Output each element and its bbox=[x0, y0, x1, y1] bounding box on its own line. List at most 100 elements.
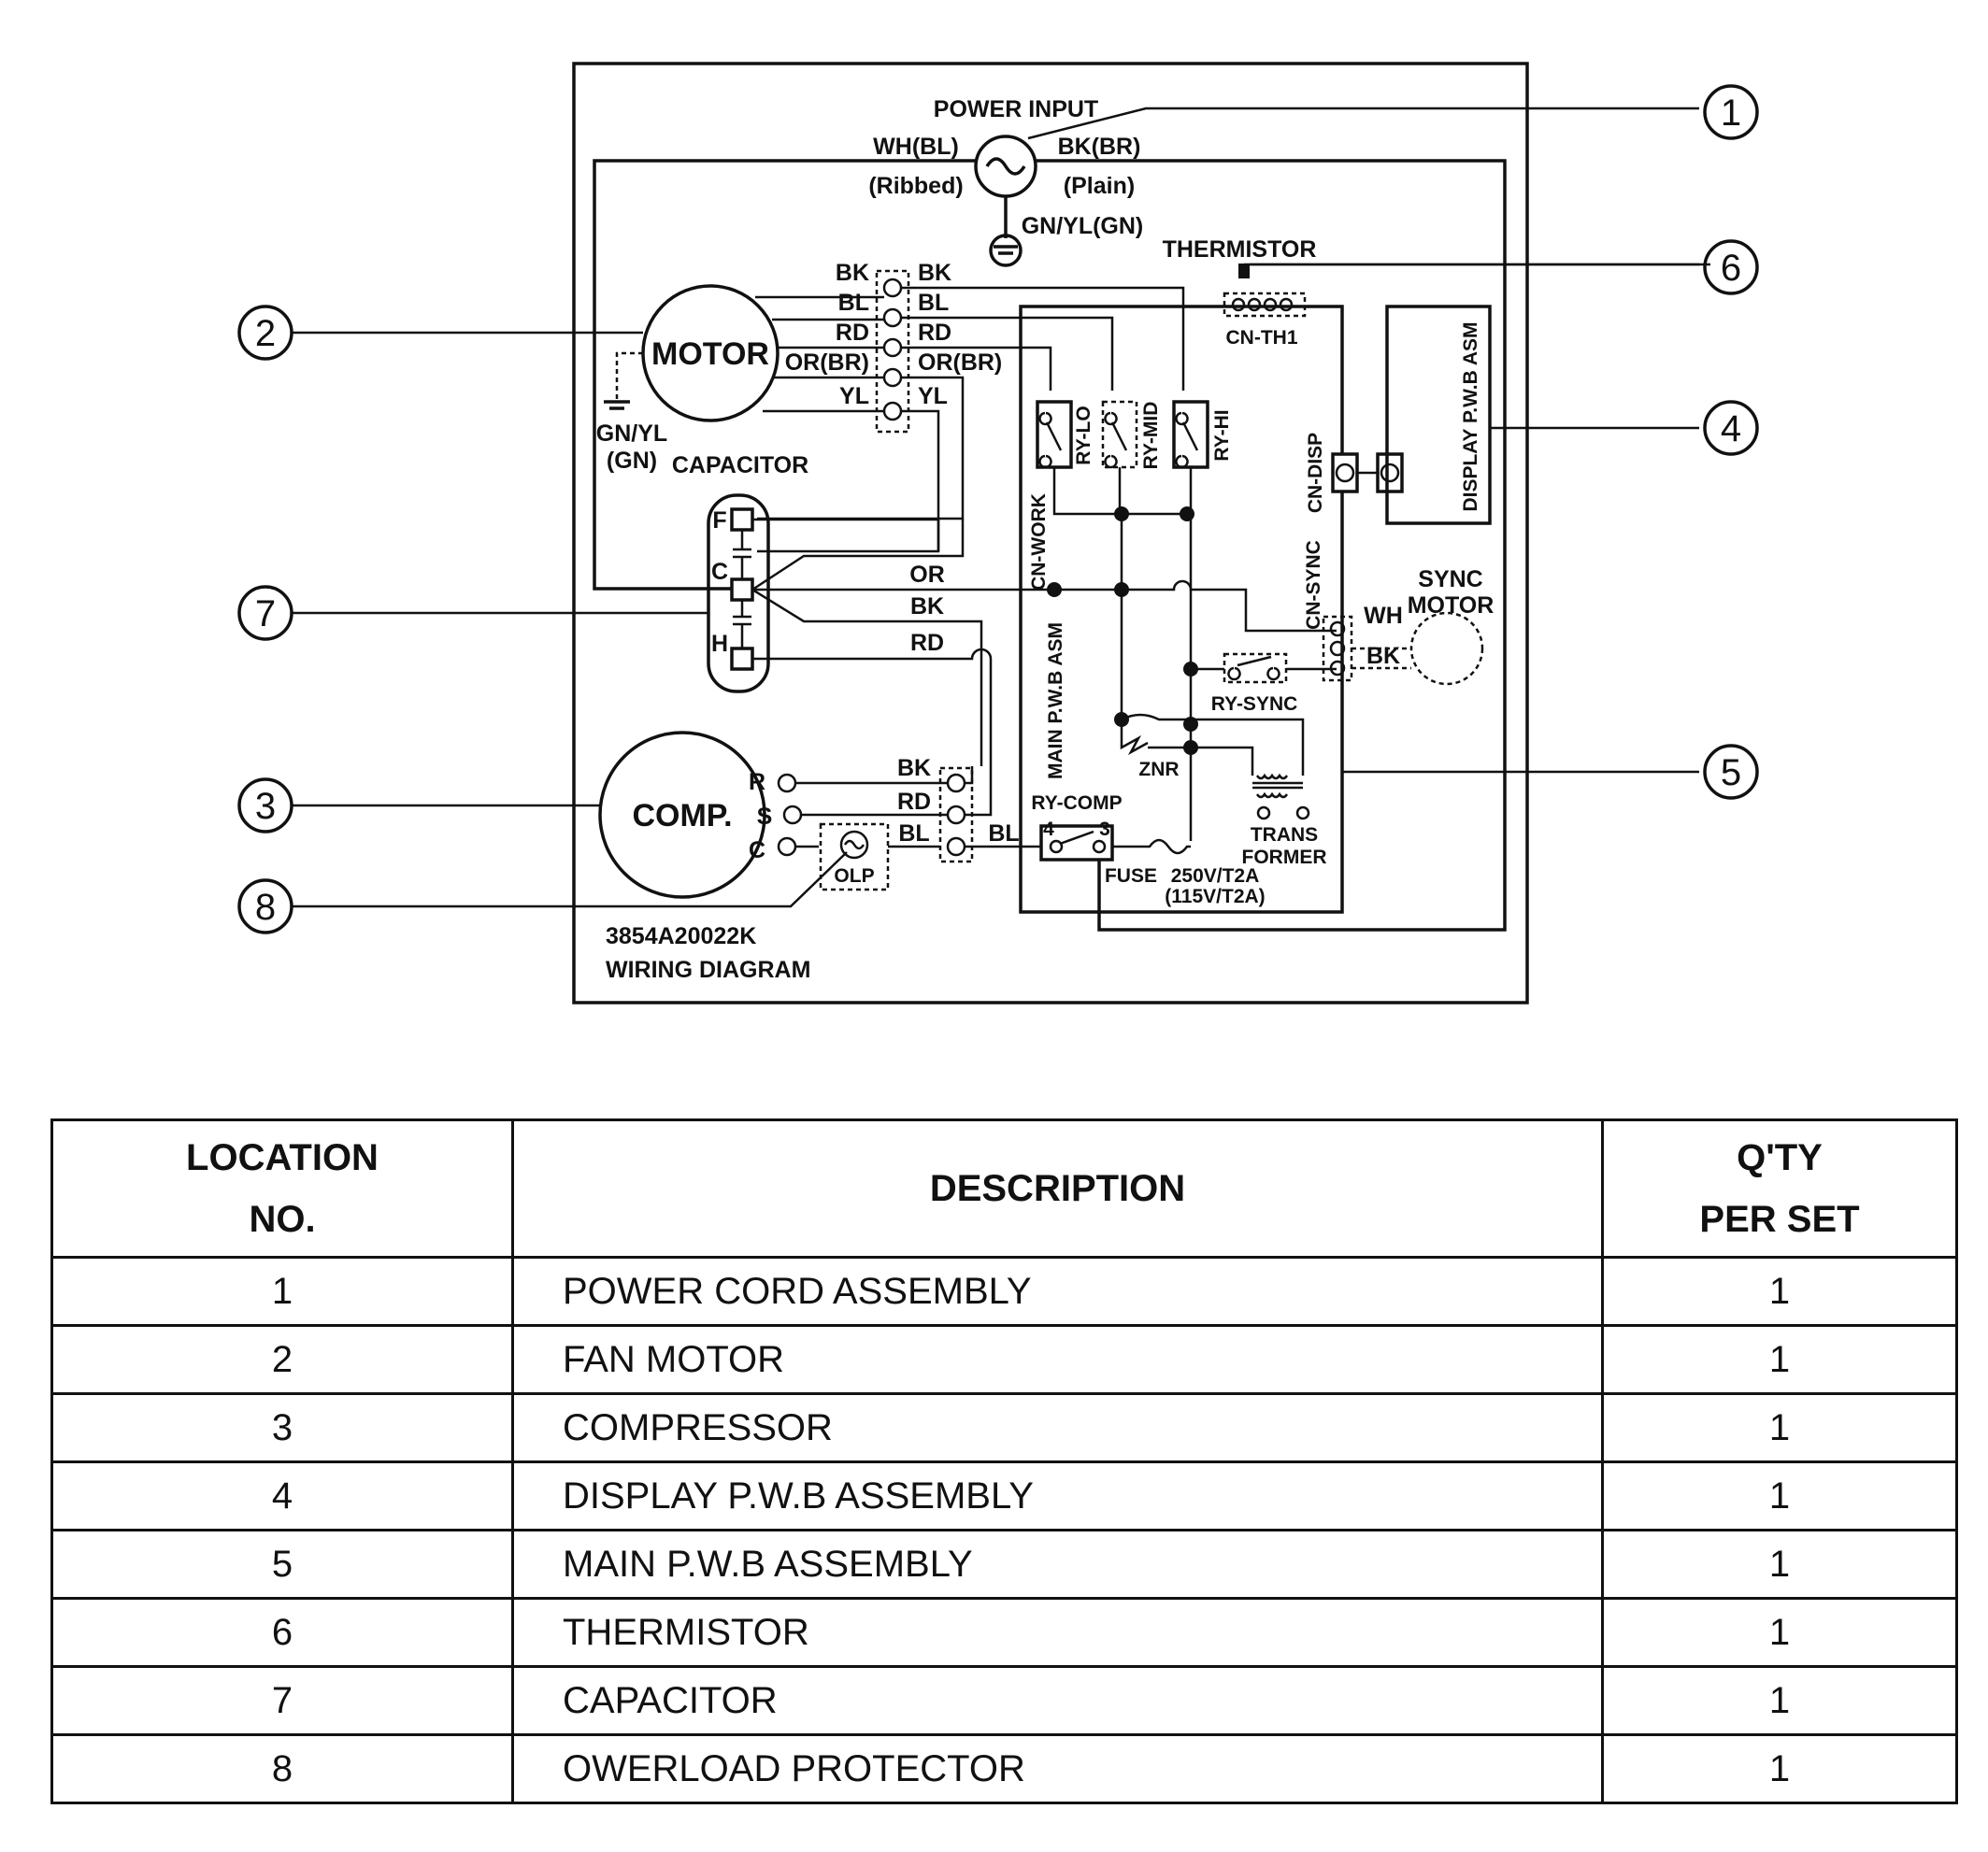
callout-7-label: 7 bbox=[255, 593, 276, 634]
callout-8-label: 8 bbox=[255, 887, 276, 928]
label-sync-bk: BK bbox=[1366, 643, 1400, 669]
label-ry-sync: RY-SYNC bbox=[1211, 693, 1298, 715]
label-fuse-rating: 250V/T2A bbox=[1171, 865, 1260, 887]
motor-wire-left-0: BK bbox=[836, 260, 869, 286]
label-gn-yl-gn: GN/YL(GN) bbox=[1022, 213, 1144, 239]
thermistor-icon bbox=[1238, 264, 1250, 278]
motor-wire-left-1: BL bbox=[838, 290, 869, 316]
motor-wire-right-1: BL bbox=[918, 290, 949, 316]
callout-3-label: 3 bbox=[255, 786, 276, 827]
label-znr: ZNR bbox=[1138, 759, 1179, 780]
label-ry-hi: RY-HI bbox=[1211, 409, 1233, 461]
label-sync-wh: WH bbox=[1364, 603, 1403, 629]
label-ry-comp-3: 3 bbox=[1099, 819, 1110, 840]
wiring-diagram: POWER INPUT WH(BL) (Ribbed) BK(BR) (Plai… bbox=[237, 62, 1759, 1004]
header-qty-line2: PER SET bbox=[1699, 1199, 1860, 1240]
diagram-part-number: 3854A20022K bbox=[606, 923, 756, 949]
label-power-input: POWER INPUT bbox=[934, 96, 1098, 122]
cell-description: POWER CORD ASSEMBLY bbox=[511, 1256, 1604, 1327]
motor-wire-left-3: OR(BR) bbox=[785, 349, 869, 376]
label-cn-th1: CN-TH1 bbox=[1226, 327, 1298, 349]
label-gn: (GN) bbox=[607, 448, 657, 474]
callout-8: 8 bbox=[237, 851, 848, 934]
label-sync-motor: MOTOR bbox=[1408, 592, 1495, 619]
cell-location: 1 bbox=[50, 1256, 514, 1327]
label-former: FORMER bbox=[1242, 847, 1327, 868]
cell-qty: 1 bbox=[1601, 1733, 1958, 1804]
cn-sync-connector bbox=[1322, 615, 1353, 682]
header-location-line2: NO. bbox=[249, 1199, 316, 1240]
cell-location: 3 bbox=[50, 1392, 514, 1463]
diagram-frame bbox=[572, 62, 1529, 1004]
label-cn-work: CN-WORK bbox=[1028, 493, 1050, 591]
label-ry-mid: RY-MID bbox=[1140, 402, 1162, 470]
callout-4-label: 4 bbox=[1721, 408, 1741, 449]
callout-5-label: 5 bbox=[1721, 752, 1741, 793]
cell-location: 4 bbox=[50, 1460, 514, 1531]
label-fuse-rating-alt: (115V/T2A) bbox=[1165, 886, 1265, 907]
cell-qty: 1 bbox=[1601, 1256, 1958, 1327]
cell-qty: 1 bbox=[1601, 1597, 1958, 1668]
motor-wire-left-2: RD bbox=[836, 320, 869, 346]
label-olp: OLP bbox=[834, 865, 874, 887]
ac-wave-icon bbox=[985, 157, 1026, 176]
sync-motor bbox=[1409, 611, 1484, 686]
label-comp-bk: BK bbox=[897, 755, 931, 781]
table-header-row: LOCATION NO. DESCRIPTION Q'TY PER SET bbox=[50, 1118, 1958, 1259]
motor-wire-right-0: BK bbox=[918, 260, 951, 286]
motor-wire-right-3: OR(BR) bbox=[918, 349, 1002, 376]
cap-terminal-f bbox=[730, 507, 754, 532]
cell-location: 8 bbox=[50, 1733, 514, 1804]
wire-wh-bl bbox=[593, 159, 976, 591]
label-wire-bk: BK bbox=[910, 593, 944, 620]
header-location-line1: LOCATION bbox=[186, 1137, 379, 1178]
callout-5: 5 bbox=[1342, 744, 1759, 800]
fuse-icon bbox=[1112, 838, 1191, 855]
label-comp-rd: RD bbox=[897, 789, 931, 815]
label-motor: MOTOR bbox=[651, 336, 769, 372]
header-qty: Q'TY PER SET bbox=[1601, 1118, 1958, 1259]
header-description: DESCRIPTION bbox=[511, 1118, 1604, 1259]
label-main-pwb: MAIN P.W.B ASM bbox=[1045, 622, 1066, 779]
cell-qty: 1 bbox=[1601, 1529, 1958, 1600]
callout-1-label: 1 bbox=[1721, 93, 1741, 134]
label-cap-h: H bbox=[711, 631, 728, 657]
label-fuse: FUSE bbox=[1105, 865, 1157, 887]
label-ribbed: (Ribbed) bbox=[868, 173, 963, 199]
cell-description: OWERLOAD PROTECTOR bbox=[511, 1733, 1604, 1804]
cell-description: MAIN P.W.B ASSEMBLY bbox=[511, 1529, 1604, 1600]
callout-1: 1 bbox=[1027, 84, 1759, 140]
label-cap-f: F bbox=[712, 507, 726, 534]
cell-description: CAPACITOR bbox=[511, 1665, 1604, 1736]
compressor bbox=[598, 731, 766, 899]
main-pwb-assembly bbox=[1019, 305, 1344, 914]
label-wire-or: OR bbox=[909, 562, 945, 588]
callout-2-label: 2 bbox=[255, 313, 276, 354]
cell-location: 6 bbox=[50, 1597, 514, 1668]
motor-wire-right-2: RD bbox=[918, 320, 951, 346]
label-cn-sync: CN-SYNC bbox=[1303, 540, 1324, 630]
label-plain: (Plain) bbox=[1064, 173, 1135, 199]
cell-location: 5 bbox=[50, 1529, 514, 1600]
label-display-pwb: DISPLAY P.W.B ASM bbox=[1460, 321, 1481, 511]
cell-qty: 1 bbox=[1601, 1324, 1958, 1395]
cell-description: COMPRESSOR bbox=[511, 1392, 1604, 1463]
cell-location: 7 bbox=[50, 1665, 514, 1736]
label-comp-s: S bbox=[757, 804, 773, 830]
capacitor-body bbox=[707, 493, 770, 693]
label-comp-r: R bbox=[749, 769, 765, 795]
header-qty-line1: Q'TY bbox=[1737, 1137, 1823, 1178]
cell-description: FAN MOTOR bbox=[511, 1324, 1604, 1395]
label-comp: COMP. bbox=[632, 798, 732, 833]
motor-connector bbox=[875, 269, 910, 434]
cell-qty: 1 bbox=[1601, 1665, 1958, 1736]
callout-2: 2 bbox=[237, 305, 643, 361]
transformer-icon bbox=[1252, 773, 1310, 820]
motor-wire-right-4: YL bbox=[918, 383, 948, 409]
